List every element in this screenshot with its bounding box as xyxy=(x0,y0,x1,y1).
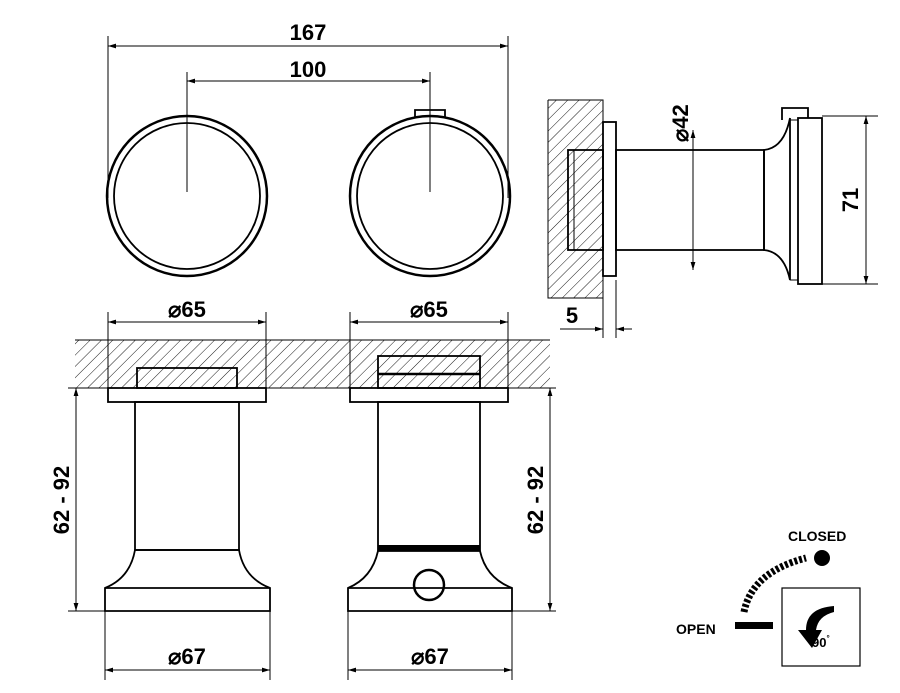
rotation-icon-box xyxy=(781,587,861,667)
rotation-arc xyxy=(740,554,807,613)
body-diameter-label: ⌀42 xyxy=(668,104,693,142)
right-valve-body xyxy=(377,401,481,551)
side-flared-head xyxy=(763,117,791,281)
right-valve-knob xyxy=(347,550,513,612)
open-indicator-bar xyxy=(735,622,773,629)
overall-width-label: 167 xyxy=(290,20,327,45)
rotate-arrow-icon xyxy=(798,606,834,648)
closed-label: CLOSED xyxy=(788,528,846,544)
operation-legend: CLOSED OPEN 90° xyxy=(676,528,861,667)
right-valve-lever-pin xyxy=(412,568,446,602)
base-diameter-right-label: ⌀67 xyxy=(411,644,449,669)
projection-left-label: 62 - 92 xyxy=(49,466,74,535)
side-rosette-plate xyxy=(602,121,617,277)
top-view: 167 100 xyxy=(105,20,512,278)
rotation-label: 90° xyxy=(812,634,830,650)
closed-indicator-dot xyxy=(814,550,830,566)
left-knob-outer-circle xyxy=(105,114,269,278)
left-knob-inner-circle xyxy=(113,122,261,270)
right-valve-band xyxy=(378,545,480,551)
side-height-label: 71 xyxy=(838,188,863,212)
rosette-diameter-right-label: ⌀65 xyxy=(410,297,448,322)
base-diameter-left-label: ⌀67 xyxy=(168,644,206,669)
right-valve-rosette xyxy=(349,387,509,403)
front-wall-hatch xyxy=(75,340,550,388)
left-valve-body xyxy=(134,401,240,551)
center-distance-label: 100 xyxy=(290,57,327,82)
left-valve-knob xyxy=(104,549,271,612)
right-knob-outer-circle xyxy=(348,114,512,278)
projection-right-label: 62 - 92 xyxy=(523,466,548,535)
side-body-cylinder xyxy=(615,149,765,251)
left-valve-rosette xyxy=(107,387,267,403)
front-view: ⌀65 ⌀65 62 - 92 62 - 9 xyxy=(49,297,556,680)
open-label: OPEN xyxy=(676,621,716,637)
side-wall-hatch xyxy=(548,100,603,298)
right-knob-inner-circle xyxy=(356,122,504,270)
rosette-diameter-left-label: ⌀65 xyxy=(168,297,206,322)
side-knob-disc xyxy=(797,117,823,285)
side-knob-tab xyxy=(781,107,809,120)
side-view: ⌀42 71 5 xyxy=(547,99,878,338)
right-knob-indicator-tab xyxy=(414,109,446,118)
gap-label: 5 xyxy=(566,303,578,328)
